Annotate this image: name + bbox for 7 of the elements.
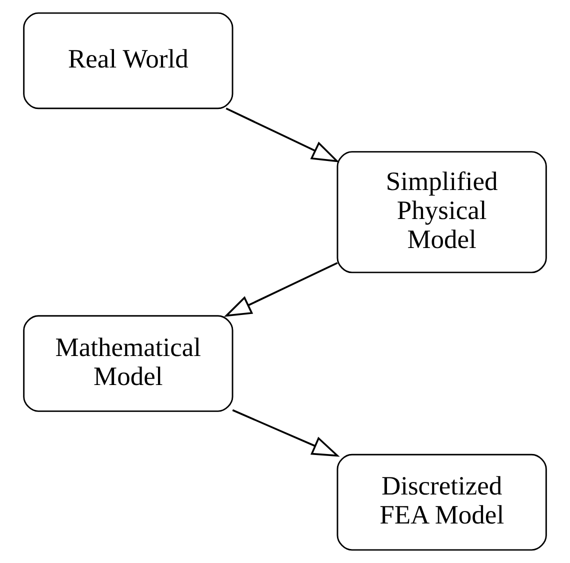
node-box: Simplified Physical Model <box>336 151 547 274</box>
arrow <box>224 262 338 317</box>
arrow <box>226 108 340 162</box>
node-box: Real World <box>23 12 234 110</box>
arrow <box>232 409 340 457</box>
node-box: Discretized FEA Model <box>336 454 547 551</box>
node-box: Mathematical Model <box>23 315 234 412</box>
